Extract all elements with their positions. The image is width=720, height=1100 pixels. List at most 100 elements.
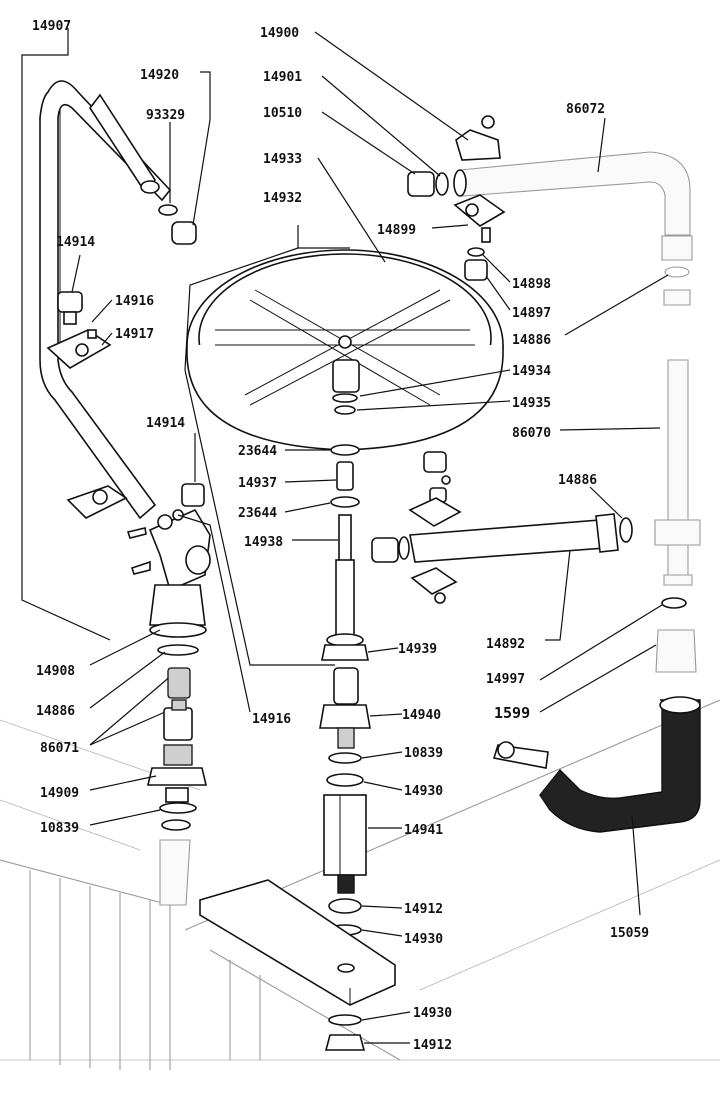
callout-14937: 14937 <box>238 476 277 491</box>
leader-14900 <box>314 31 469 141</box>
callout-14912a: 14912 <box>404 902 443 917</box>
union-14909 <box>146 744 208 803</box>
callout-14932: 14932 <box>263 191 302 206</box>
fitting-1599 <box>655 629 697 673</box>
callout-14886a: 14886 <box>36 704 75 719</box>
callout-14898: 14898 <box>512 277 551 292</box>
clamp-top-14900 <box>455 115 501 161</box>
callout-14933: 14933 <box>263 152 302 167</box>
leader-14892 <box>545 549 571 641</box>
tube-14892 <box>371 513 633 563</box>
leader-86070 <box>559 427 661 431</box>
leader-14912a <box>361 905 403 909</box>
callout-14900: 14900 <box>260 26 299 41</box>
clamps-mid-right <box>408 451 462 604</box>
cap-10510 <box>407 171 435 197</box>
callout-1599: 1599 <box>494 704 530 722</box>
callout-14907: 14907 <box>32 19 71 34</box>
callout-14940: 14940 <box>402 708 441 723</box>
callout-14901: 14901 <box>263 70 302 85</box>
hose-15059 <box>492 696 701 833</box>
callout-23644a: 23644 <box>238 444 277 459</box>
callout-15059: 15059 <box>610 926 649 941</box>
ring-14898 <box>467 247 485 257</box>
callout-14899: 14899 <box>377 223 416 238</box>
ring-14901 <box>435 172 449 196</box>
callout-14939: 14939 <box>398 642 437 657</box>
callout-14934: 14934 <box>512 364 551 379</box>
washer-14930a <box>326 773 364 787</box>
nut-14912b <box>324 1034 366 1051</box>
leader-14920 <box>192 71 211 226</box>
leader-14901 <box>321 75 441 177</box>
clamp-left-lower <box>66 485 128 519</box>
leader-14939 <box>367 647 399 653</box>
leader-14932-bracket <box>297 225 350 249</box>
leader-14909 <box>89 775 157 791</box>
left-bent-tube <box>39 80 172 520</box>
valve-elbow <box>126 483 211 592</box>
callout-14897: 14897 <box>512 306 551 321</box>
housing-14908 <box>149 584 207 656</box>
leader-86072 <box>597 117 606 173</box>
washer-10839b <box>328 752 362 764</box>
callout-86071: 86071 <box>40 741 79 756</box>
leader-14908 <box>89 629 161 666</box>
leader-14933 <box>317 157 386 263</box>
callout-14938: 14938 <box>244 535 283 550</box>
callout-14935: 14935 <box>512 396 551 411</box>
callout-10510: 10510 <box>263 106 302 121</box>
leader-14886a <box>89 651 166 709</box>
washer-10839a <box>159 802 197 814</box>
leader-14897 <box>485 275 511 311</box>
callout-23644b: 23644 <box>238 506 277 521</box>
callout-10839a: 10839 <box>40 821 79 836</box>
leader-86071-b <box>89 711 166 746</box>
callout-14930c: 14930 <box>413 1006 452 1021</box>
leader-10839a <box>89 809 161 826</box>
leader-14917 <box>101 332 113 346</box>
leader-86071-a <box>89 674 173 746</box>
pipe-86070 <box>654 235 701 586</box>
callout-14886c: 14886 <box>558 473 597 488</box>
callout-14997: 14997 <box>486 672 525 687</box>
wheel-14932 <box>186 249 504 451</box>
leader-14932-bracket-left <box>184 247 335 666</box>
sleeve-14937 <box>336 461 354 491</box>
leader-23644b <box>284 502 331 513</box>
callout-14930b: 14930 <box>404 932 443 947</box>
leader-14898 <box>481 253 511 283</box>
callout-10839b: 10839 <box>404 746 443 761</box>
ring-23644a <box>330 444 360 456</box>
callout-14930a: 14930 <box>404 784 443 799</box>
nut-14912a <box>328 898 362 914</box>
leader-14930b <box>361 929 403 937</box>
nut-14897 <box>464 259 488 281</box>
washer-14930c <box>328 1014 362 1026</box>
callout-14914b: 14914 <box>146 416 185 431</box>
leader-14914a <box>71 254 81 293</box>
callout-14912b: 14912 <box>413 1038 452 1053</box>
leader-14916b <box>177 514 251 713</box>
callout-14941: 14941 <box>404 823 443 838</box>
clamp-left-upper <box>46 291 112 369</box>
callout-14920: 14920 <box>140 68 179 83</box>
leader-10510 <box>321 111 416 175</box>
leader-1599 <box>539 644 657 713</box>
ring-14997 <box>661 597 687 609</box>
mounting-plate <box>199 879 396 1006</box>
callout-14892: 14892 <box>486 637 525 652</box>
coupling-14941 <box>323 794 367 894</box>
callout-86072: 86072 <box>566 102 605 117</box>
tube-14920 <box>89 93 197 245</box>
callout-14916a: 14916 <box>115 294 154 309</box>
callout-14886b: 14886 <box>512 333 551 348</box>
leader-14886b <box>564 274 669 336</box>
callout-93329: 93329 <box>146 108 185 123</box>
leader-14935 <box>356 400 511 411</box>
callout-86070: 86070 <box>512 426 551 441</box>
callout-14917: 14917 <box>115 327 154 342</box>
leader-10839b <box>361 751 403 759</box>
leader-14937 <box>284 479 337 483</box>
